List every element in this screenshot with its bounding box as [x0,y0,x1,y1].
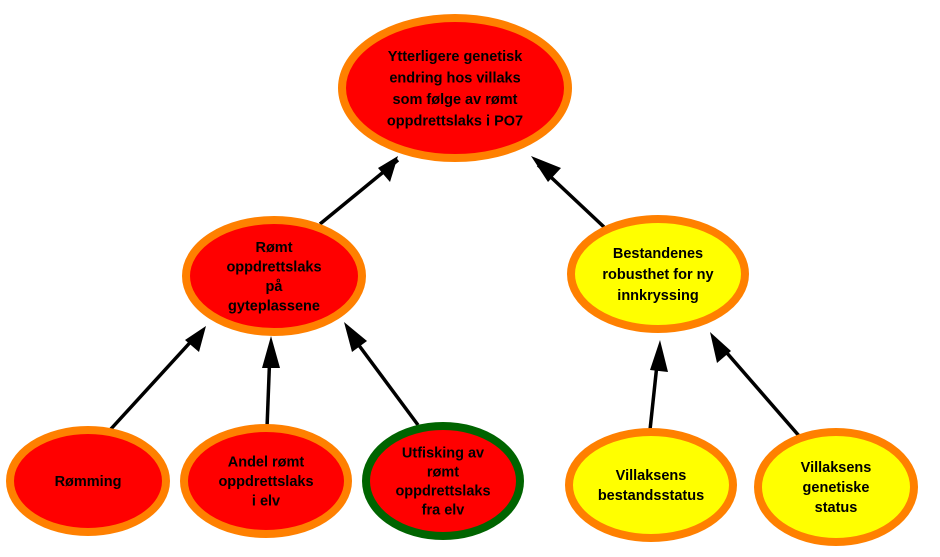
arrow-genetiske-to-right-mid [718,343,802,439]
node-left-mid: Rømt oppdrettslaks på gyteplassene [182,216,366,336]
arrow-romming-to-left-mid [108,334,198,432]
arrow-utfisking-to-left-mid [350,334,420,427]
node-label-line: gyteplassene [228,298,320,314]
arrowhead-romming-to-left-mid [185,326,206,352]
node-label-line: bestandsstatus [598,488,704,504]
node-label-line: Ytterligere genetisk [388,49,524,65]
node-label-line: Rømming [55,474,122,490]
node-label-line: Andel rømt [228,455,305,471]
node-romming-label: Rømming [55,474,122,490]
node-label-line: oppdrettslaks [395,484,490,500]
node-bestandsstatus-label: Villaksens bestandsstatus [598,468,704,504]
node-label-line: status [815,500,858,516]
node-top: Ytterligere genetisk endring hos villaks s… [338,14,572,162]
node-top-label: Ytterligere genetisk endring hos villaks s… [387,49,523,130]
node-andel-label: Andel rømt oppdrettslaks i elv [218,455,313,510]
node-label-line: i elv [252,494,280,510]
node-label-line: som følge av rømt [393,92,518,108]
node-label-line: innkryssing [617,288,698,304]
node-andel: Andel rømt oppdrettslaks i elv [180,424,352,538]
node-label-line: oppdrettslaks [218,474,313,490]
node-label-line: oppdrettslaks i PO7 [387,113,523,129]
node-genetiske: Villaksens genetiske status [754,428,918,546]
node-genetiske-label: Villaksens genetiske status [801,460,872,516]
arrowhead-genetiske-to-right-mid [710,332,731,363]
node-label-line: Utfisking av [402,446,484,462]
arrowhead-right-mid-to-top [531,156,561,182]
node-label-line: fra elv [422,503,465,519]
node-label-line: Villaksens [801,460,872,476]
arrowhead-left-mid-to-top [378,156,398,182]
node-bestandsstatus: Villaksens bestandsstatus [565,428,737,542]
arrowhead-utfisking-to-left-mid [344,322,367,352]
node-label-line: endring hos villaks [389,70,520,86]
node-label-line: Villaksens [616,468,687,484]
node-label-line: Bestandenes [613,246,703,262]
node-label-line: Rømt [255,240,292,256]
arrows [108,156,802,439]
arrowhead-andel-to-left-mid [262,336,280,368]
node-romming: Rømming [6,426,170,536]
arrowhead-bestandsstatus-to-right-mid [650,340,668,372]
node-label-line: robusthet for ny [602,267,713,283]
node-right-mid-label: Bestandenes robusthet for ny innkryssing [602,246,713,304]
node-right-mid: Bestandenes robusthet for ny innkryssing [567,215,749,333]
node-label-line: oppdrettslaks [226,259,321,275]
node-utfisking: Utfisking av rømt oppdrettslaks fra elv [362,422,524,540]
node-utfisking-label: Utfisking av rømt oppdrettslaks fra elv [395,446,490,519]
node-label-line: på [266,279,284,295]
node-label-line: rømt [427,465,459,481]
node-left-mid-label: Rømt oppdrettslaks på gyteplassene [226,240,321,315]
node-label-line: genetiske [803,480,870,496]
